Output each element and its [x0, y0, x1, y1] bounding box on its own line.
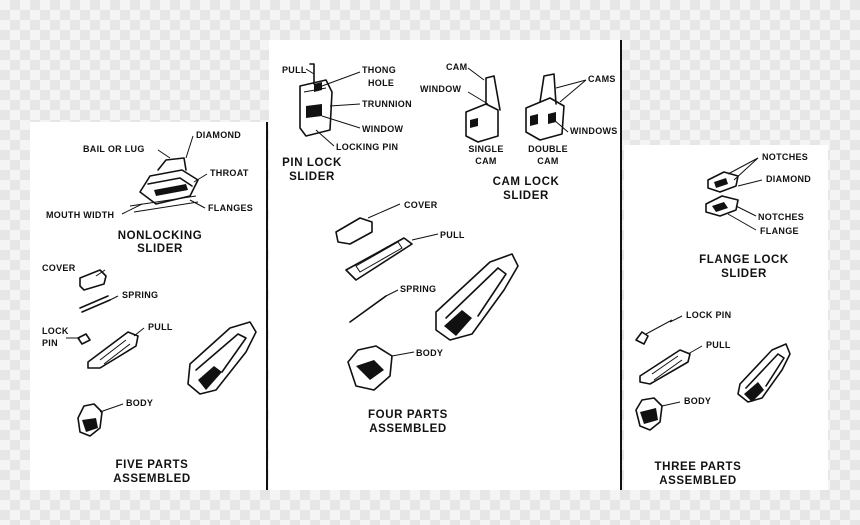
label-hole: HOLE: [368, 78, 394, 88]
leader-throat: [193, 173, 208, 183]
leader-notches-bottom: [735, 205, 757, 217]
leader-pull-left: [133, 327, 145, 337]
leader-cam: [467, 67, 485, 81]
three-parts-caption-line2: ASSEMBLED: [659, 475, 737, 487]
label-flanges: FLANGES: [208, 203, 253, 213]
label-single: SINGLE: [468, 144, 503, 154]
leader-flanges: [189, 199, 206, 209]
leader-diamond-right: [737, 179, 763, 187]
label-body-mid: BODY: [416, 348, 443, 358]
label-flange: FLANGE: [760, 226, 799, 236]
leader-lockpin-right: [669, 315, 683, 323]
leader-spring-mid: [385, 289, 399, 297]
label-throat: THROAT: [210, 168, 249, 178]
label-pull-right: PULL: [706, 340, 731, 350]
four-parts-illustration: [335, 217, 519, 391]
leader-windows: [553, 119, 569, 133]
pin-lock-slider-illustration: [299, 63, 333, 137]
left-divider: [266, 122, 268, 490]
right-divider: [620, 40, 622, 490]
label-body-left: BODY: [126, 398, 153, 408]
label-window-cam: WINDOW: [420, 84, 461, 94]
label-locking-pin: LOCKING PIN: [336, 142, 398, 152]
leader-lockingpin: [315, 129, 335, 147]
leader-mouth: [121, 203, 143, 215]
pin-lock-caption-line2: SLIDER: [289, 171, 335, 183]
flange-lock-caption-line2: SLIDER: [721, 268, 767, 280]
label-cams: CAMS: [588, 74, 616, 84]
leader-window-cam: [467, 91, 489, 105]
flange-lock-caption-line1: FLANGE LOCK: [699, 254, 789, 266]
flange-lock-slider-illustration: [705, 171, 739, 217]
leader-pull-pinlock: [305, 68, 315, 75]
label-notches-bottom: NOTCHES: [758, 212, 804, 222]
label-mouth-width: MOUTH WIDTH: [46, 210, 114, 220]
leader-pull-right: [687, 345, 703, 355]
label-double: DOUBLE: [528, 144, 568, 154]
five-parts-caption-line1: FIVE PARTS: [116, 459, 189, 471]
nonlocking-caption-line2: SLIDER: [137, 243, 183, 255]
label-bail-or-lug: BAIL OR LUG: [83, 144, 145, 154]
cam-lock-slider-illustration: [465, 73, 565, 143]
label-cover-mid: COVER: [404, 200, 438, 210]
label-body-right: BODY: [684, 396, 711, 406]
leader-cover-mid: [367, 203, 401, 219]
label-pin-left: PIN: [42, 338, 58, 348]
leader-thong: [321, 71, 361, 87]
leader-pull-mid: [411, 233, 439, 241]
label-notches-top: NOTCHES: [762, 152, 808, 162]
label-trunnion: TRUNNION: [362, 99, 412, 109]
label-single-cam: CAM: [475, 156, 496, 166]
three-parts-illustration: [635, 319, 791, 431]
label-window-pinlock: WINDOW: [362, 124, 403, 134]
nonlocking-slider-illustration: [129, 157, 199, 213]
leader-diamond: [185, 135, 194, 159]
label-lock-left: LOCK: [42, 326, 69, 336]
label-diamond: DIAMOND: [196, 130, 241, 140]
label-cam: CAM: [446, 62, 467, 72]
leader-flange: [727, 213, 757, 231]
leader-trunnion: [329, 103, 361, 107]
leader-body-left: [99, 403, 124, 413]
four-parts-panel: [269, 40, 620, 490]
label-pull-mid: PULL: [440, 230, 465, 240]
five-parts-caption-line2: ASSEMBLED: [113, 473, 191, 485]
four-parts-caption-line2: ASSEMBLED: [369, 423, 447, 435]
four-parts-caption-line1: FOUR PARTS: [368, 409, 448, 421]
three-parts-caption-line1: THREE PARTS: [655, 461, 742, 473]
leader-body-mid: [391, 351, 415, 357]
cam-lock-caption-line2: SLIDER: [503, 190, 549, 202]
label-spring-left: SPRING: [122, 290, 158, 300]
leader-spring-left: [109, 295, 119, 301]
three-parts-panel: [624, 145, 828, 490]
cam-lock-caption-line1: CAM LOCK: [493, 176, 560, 188]
five-parts-illustration: [77, 269, 257, 437]
label-diamond-right: DIAMOND: [766, 174, 811, 184]
nonlocking-caption-line1: NONLOCKING: [118, 230, 203, 242]
leader-cover-left: [95, 269, 106, 277]
leader-body-right: [661, 401, 681, 407]
label-double-cam: CAM: [537, 156, 558, 166]
leader-window-pinlock: [321, 115, 361, 129]
label-pull-left: PULL: [148, 322, 173, 332]
leader-notches-top: [727, 157, 759, 181]
label-windows: WINDOWS: [570, 126, 618, 136]
pin-lock-caption-line1: PIN LOCK: [282, 157, 342, 169]
leader-bail: [157, 149, 171, 159]
leader-cams: [555, 79, 587, 103]
label-cover-left: COVER: [42, 263, 76, 273]
label-spring-mid: SPRING: [400, 284, 436, 294]
label-thong: THONG: [362, 65, 396, 75]
label-lock-pin-right: LOCK PIN: [686, 310, 731, 320]
label-pull-pinlock: PULL: [282, 65, 307, 75]
